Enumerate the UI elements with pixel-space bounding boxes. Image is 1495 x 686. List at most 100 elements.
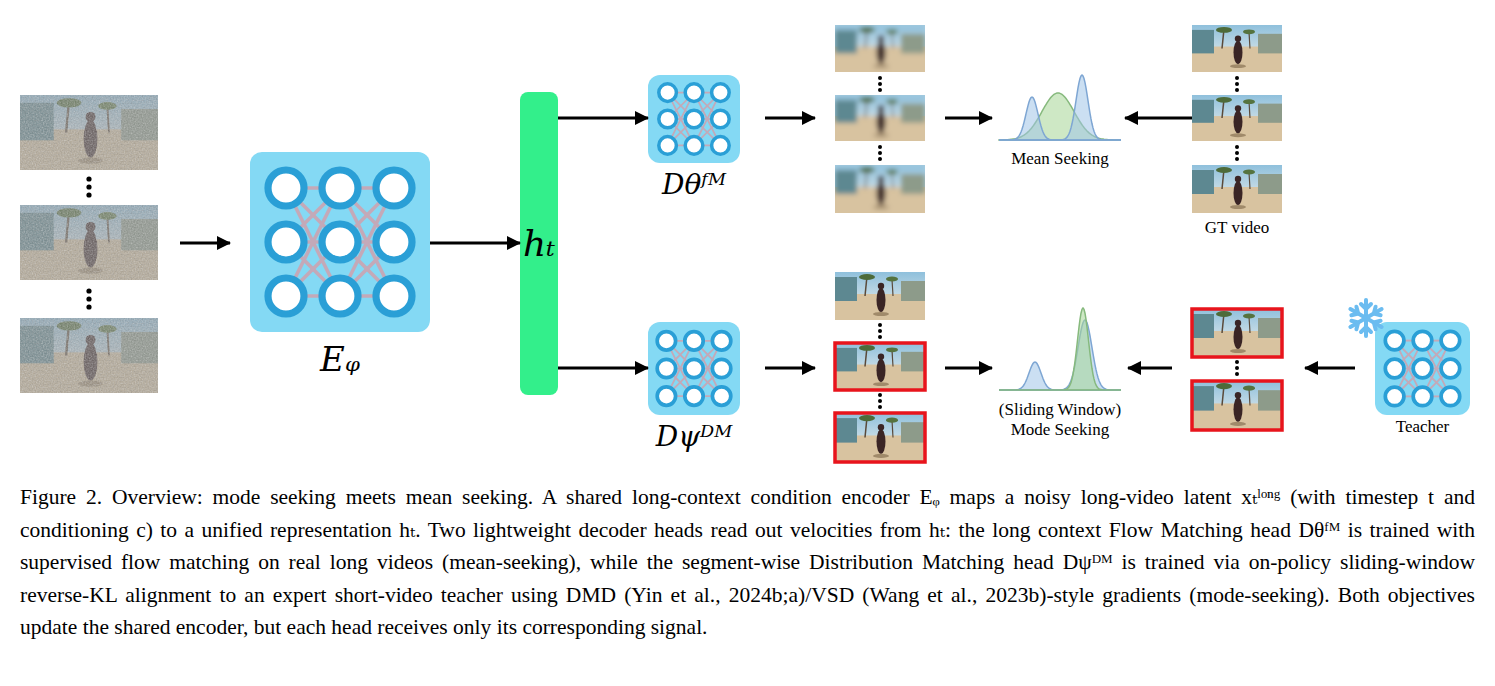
gt-video-frames-part-part xyxy=(1235,151,1239,155)
network-icon-graphic xyxy=(268,170,412,314)
fm-output-frames-part xyxy=(835,95,925,141)
snowflake-icon-part xyxy=(1374,321,1381,330)
fm-output-frames xyxy=(835,25,925,213)
fm-output-frames-part-part xyxy=(878,88,882,92)
node-label: Mean Seeking xyxy=(1011,149,1109,169)
mean-seeking-plot: Mean Seeking xyxy=(995,52,1125,142)
gt-video-frames-part-part xyxy=(1235,76,1239,80)
gt-video-frames-part-part xyxy=(1235,82,1239,86)
dm-output-frames-part xyxy=(835,413,925,462)
flow-arrows-part xyxy=(1128,367,1172,370)
blue-density-curve xyxy=(999,362,1121,390)
distribution-plot xyxy=(995,300,1125,392)
dm-output-frames-part-part xyxy=(878,399,882,403)
green-density-curve xyxy=(999,308,1121,390)
dm-output-frames-part xyxy=(835,413,925,462)
gt-video-frames-part xyxy=(1192,165,1282,213)
network-icon xyxy=(250,152,430,332)
flow-arrows-part xyxy=(945,117,992,120)
teacher-frames-part-part xyxy=(1235,372,1239,376)
green-density-curve xyxy=(999,93,1121,140)
gt-video-frames-part-part xyxy=(1235,157,1239,161)
teacher-frames-part xyxy=(1192,309,1282,357)
gt-video-frames-part-part xyxy=(1235,145,1239,149)
network-icon-graphic xyxy=(657,332,731,406)
fm-output-frames-part-part xyxy=(878,76,882,80)
blue-density-curve xyxy=(999,320,1121,390)
node-label: Eᵩ xyxy=(320,340,360,379)
flow-arrows-part xyxy=(180,242,230,245)
gt-video-frames xyxy=(1192,25,1282,213)
network-icon-graphic xyxy=(1385,331,1459,405)
input-frames-part xyxy=(20,205,158,280)
snowflake-icon-part xyxy=(1361,304,1371,309)
flow-arrows xyxy=(180,118,1355,368)
connector-arrow xyxy=(1125,117,1192,120)
teacher-frames-part xyxy=(1192,309,1282,357)
dm-output-frames-part-part xyxy=(878,393,882,397)
representation-bar: hₜ xyxy=(520,92,558,395)
network-icon xyxy=(1375,322,1470,415)
fm-output-frames-part xyxy=(835,25,925,72)
input-frames xyxy=(20,95,158,393)
flow-arrows-part xyxy=(765,117,815,120)
teacher-frames-part xyxy=(1192,381,1282,430)
fm-head-box: Dθᶠᴹ xyxy=(648,75,740,163)
teacher-frames-part-part xyxy=(1235,360,1239,364)
dm-output-frames xyxy=(835,272,925,462)
fm-output-frames-part-part xyxy=(878,157,882,161)
dm-output-frames-part xyxy=(835,272,925,320)
node-label: GT video xyxy=(1205,218,1269,238)
dm-output-frames-part-part xyxy=(878,335,882,339)
flow-arrows-part xyxy=(945,367,992,370)
dm-output-frames-part-part xyxy=(878,329,882,333)
distribution-plot xyxy=(995,52,1125,142)
dm-output-frames-part xyxy=(835,343,925,390)
teacher-frames-part xyxy=(1192,381,1282,430)
fm-output-frames-part-part xyxy=(878,151,882,155)
figure-caption: Figure 2. Overview: mode seeking meets m… xyxy=(20,481,1475,644)
input-frames-part-part xyxy=(86,176,91,181)
node-label: (Sliding Window) Mode Seeking xyxy=(990,400,1130,439)
dm-output-frames-part-part xyxy=(878,323,882,327)
teacher-box: Teacher xyxy=(1375,322,1470,415)
teacher-frames xyxy=(1192,309,1282,430)
bar-label: hₜ xyxy=(523,223,555,264)
network-icon xyxy=(648,322,740,415)
connector-arrow xyxy=(558,117,648,120)
fm-output-frames-part-part xyxy=(878,82,882,86)
dm-output-frames-part-part xyxy=(878,405,882,409)
input-frames-part-part xyxy=(86,288,91,293)
fm-output-frames-part xyxy=(835,165,925,213)
fm-output-frames-part xyxy=(878,76,882,161)
teacher-frames-part-part xyxy=(1235,366,1239,370)
input-frames-part-part xyxy=(86,304,91,309)
blue-density-curve xyxy=(999,75,1121,140)
snowflake-icon-part xyxy=(1351,307,1358,316)
flow-arrows-part xyxy=(765,367,815,370)
snowflake-icon-part xyxy=(1361,327,1371,332)
node-label: Dψᴰᴹ xyxy=(656,421,733,453)
input-frames-part-part xyxy=(86,296,91,301)
fm-output-frames-part-part xyxy=(878,145,882,149)
network-icon-graphic xyxy=(659,84,729,154)
input-frames-part xyxy=(20,318,158,393)
snowflake-icon xyxy=(1350,300,1381,336)
dm-output-frames-part xyxy=(878,323,882,409)
node-label: Dθᶠᴹ xyxy=(662,169,726,201)
snowflake-icon-part xyxy=(1374,307,1381,316)
teacher-frames-part xyxy=(1235,360,1239,376)
node-label: Teacher xyxy=(1396,417,1450,437)
mode-seeking-plot: (Sliding Window) Mode Seeking xyxy=(995,300,1125,392)
gt-video-frames-part xyxy=(1192,25,1282,72)
encoder-box: Eᵩ xyxy=(250,152,430,332)
connector-arrow xyxy=(430,242,520,245)
gt-video-frames-part xyxy=(1192,95,1282,141)
connector-arrow xyxy=(558,367,648,370)
gt-video-frames-part-part xyxy=(1235,88,1239,92)
input-frames-part xyxy=(20,95,158,170)
input-frames-part-part xyxy=(86,184,91,189)
